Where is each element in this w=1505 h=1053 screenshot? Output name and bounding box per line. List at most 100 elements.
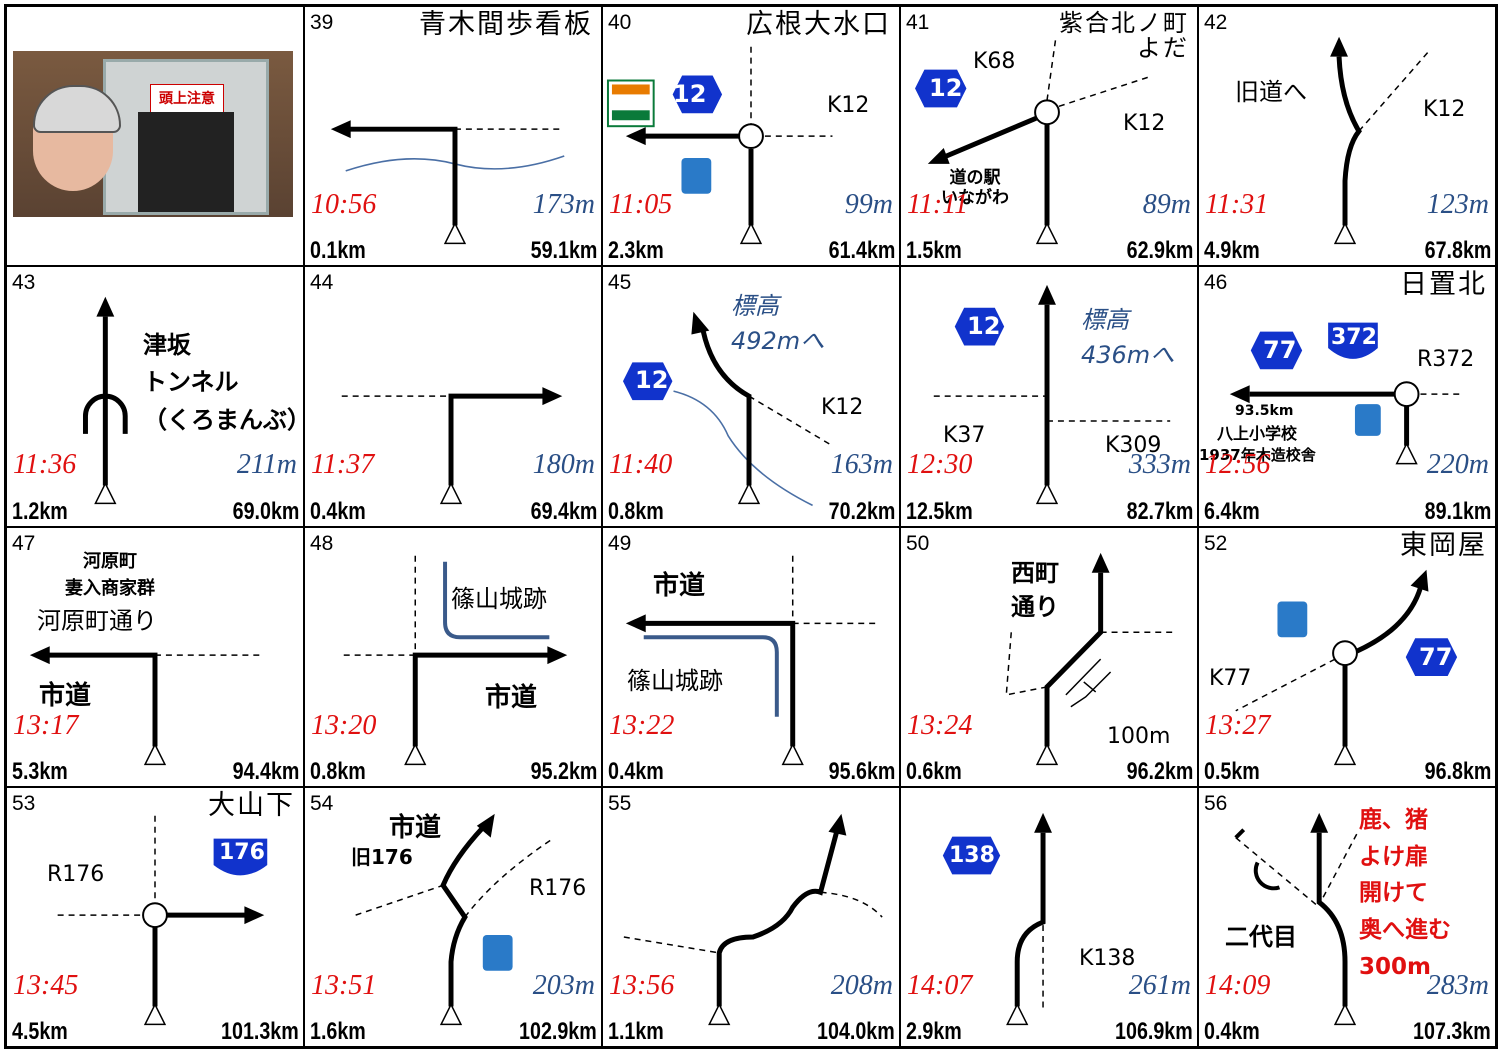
route-diagram (1229, 320, 1461, 465)
road-label: 市道 (39, 680, 92, 711)
gate-note: 鹿、猪 よけ扉 開けて 奥へ進む 300m (1359, 806, 1451, 980)
cue-number: 53 (12, 791, 36, 815)
cue-sheet-grid: 頭上注意 39 青木間歩看板 10:56 173m 0.1km 59.1km 4… (4, 4, 1498, 1049)
road-label: K68 (973, 49, 1016, 74)
cue-elevation: 203m (532, 969, 595, 1001)
cue-total: 62.9km (1126, 237, 1193, 265)
start-triangle-icon (737, 482, 761, 505)
shield-label: 77 (1419, 642, 1453, 671)
route-diagram (1234, 812, 1358, 1025)
cue-number: 39 (310, 11, 334, 34)
landmark-label: 二代目 (1225, 922, 1297, 951)
district-label: 河原町 妻入商家群 (65, 550, 155, 600)
cue-name: 青木間歩看板 (419, 9, 593, 40)
cue-number: 44 (310, 271, 334, 295)
cue-39: 39 青木間歩看板 10:56 173m 0.1km 59.1km (304, 6, 602, 267)
photo-cell: 頭上注意 (6, 6, 304, 267)
cue-total: 70.2km (828, 497, 895, 525)
route-path (448, 393, 545, 486)
arrow-head-icon (96, 297, 115, 317)
river-line (673, 390, 813, 507)
cue-distance: 2.9km (906, 1018, 962, 1045)
shield-12-icon (670, 73, 725, 116)
elevation-note: 標高 436mへ (1081, 306, 1175, 370)
shield-12-icon (952, 305, 1007, 348)
route-path (716, 831, 839, 1007)
start-triangle-icon (439, 482, 463, 505)
start-triangle-icon (1395, 442, 1418, 465)
shield-12-icon (912, 67, 969, 110)
shield-label: 372 (1331, 325, 1377, 351)
cue-total: 69.0km (232, 497, 299, 525)
cue-elevation: 180m (532, 449, 595, 481)
arrow-head-icon (244, 905, 265, 924)
shield-label: 12 (673, 80, 707, 108)
cue-distance: 0.6km (906, 757, 962, 785)
route-path (1014, 832, 1046, 1007)
cue-number: 49 (608, 531, 632, 555)
route-diagram (1235, 569, 1460, 765)
start-triangle-icon (94, 482, 117, 505)
shield-label: 138 (949, 842, 995, 868)
station-label: 道の駅 いながわ (941, 168, 1009, 208)
shield-77-icon (1248, 329, 1305, 372)
arrow-head-icon (29, 645, 50, 664)
start-triangle-icon (443, 221, 467, 245)
route-diagram (355, 813, 555, 1025)
cue-42: 42 旧道へ K12 11:31 123m 4.9km 67.8km (1198, 6, 1496, 267)
road-label: R176 (47, 861, 105, 887)
route-path (345, 126, 458, 226)
cue-number: 52 (1204, 531, 1228, 555)
cue-total: 96.2km (1126, 757, 1193, 785)
cue-total: 107.3km (1413, 1018, 1491, 1045)
shield-77-icon (1403, 635, 1460, 678)
cue-distance: 0.5km (1204, 757, 1260, 785)
route-path (152, 912, 247, 1007)
cue-name: 大山下 (208, 789, 295, 821)
roundabout-icon (1034, 99, 1060, 126)
cue-elevation: 220m (1426, 449, 1489, 481)
route-path (643, 133, 754, 226)
cue-distance: 0.4km (1204, 1018, 1260, 1045)
cue-number: 42 (1204, 11, 1228, 34)
shield-label: 12 (929, 74, 963, 102)
cue-time: 11:37 (311, 449, 375, 481)
cue-time: 13:17 (13, 709, 79, 741)
start-triangle-icon (1333, 1002, 1357, 1025)
castle-moat-line (443, 561, 550, 639)
cue-50: 50 西町 通り 100m 13:24 0.6km 96.2km (900, 526, 1198, 787)
cue-elevation: 163m (830, 449, 893, 481)
road-label: 市道 (653, 570, 706, 601)
cue-total: 104.0km (817, 1018, 895, 1045)
side-street (1065, 658, 1112, 707)
cue-total: 102.9km (519, 1018, 597, 1045)
cue-total: 96.8km (1424, 757, 1491, 785)
cue-number: 46 (1204, 271, 1228, 295)
route-path (940, 115, 1050, 226)
cue-time: 13:51 (311, 969, 377, 1001)
cue-time: 10:56 (311, 189, 377, 220)
cue-52: 52 東岡屋 77 K77 13:27 0.5km 96.8km (1198, 526, 1496, 787)
cue-46: 46 日置北 77 372 R372 93.5km 八上小学校 1937年木造校… (1198, 266, 1496, 527)
cue-name: 広根大水口 (746, 9, 891, 40)
cue-total: 59.1km (530, 237, 597, 265)
cue-number: 47 (12, 531, 36, 555)
cue-distance: 6.4km (1204, 497, 1260, 525)
cue-time: 11:11 (907, 189, 969, 220)
start-triangle-icon (708, 1002, 731, 1025)
cue-40: 40 広根大水口 12 K12 11:05 99m 2.3km 61.4km (602, 6, 900, 267)
cue-44: 44 11:37 180m 0.4km 69.4km (304, 266, 602, 527)
start-triangle-icon (1035, 221, 1059, 245)
road-label: K12 (1423, 97, 1466, 122)
cue-distance: 0.4km (608, 757, 664, 785)
warning-sign: 頭上注意 (150, 84, 224, 114)
cue-48: 48 篠山城跡 市道 13:20 0.8km 95.2km (304, 526, 602, 787)
cue-total: 94.4km (232, 757, 299, 785)
cue-elevation: 211m (236, 449, 297, 481)
cue-distance: 0.8km (310, 757, 366, 785)
cue-time: 11:36 (13, 449, 77, 481)
cue-number: 40 (608, 11, 632, 34)
cue-elevation: 173m (532, 189, 595, 220)
cue-total: 69.4km (530, 497, 597, 525)
arrow-head-icon (542, 387, 563, 406)
